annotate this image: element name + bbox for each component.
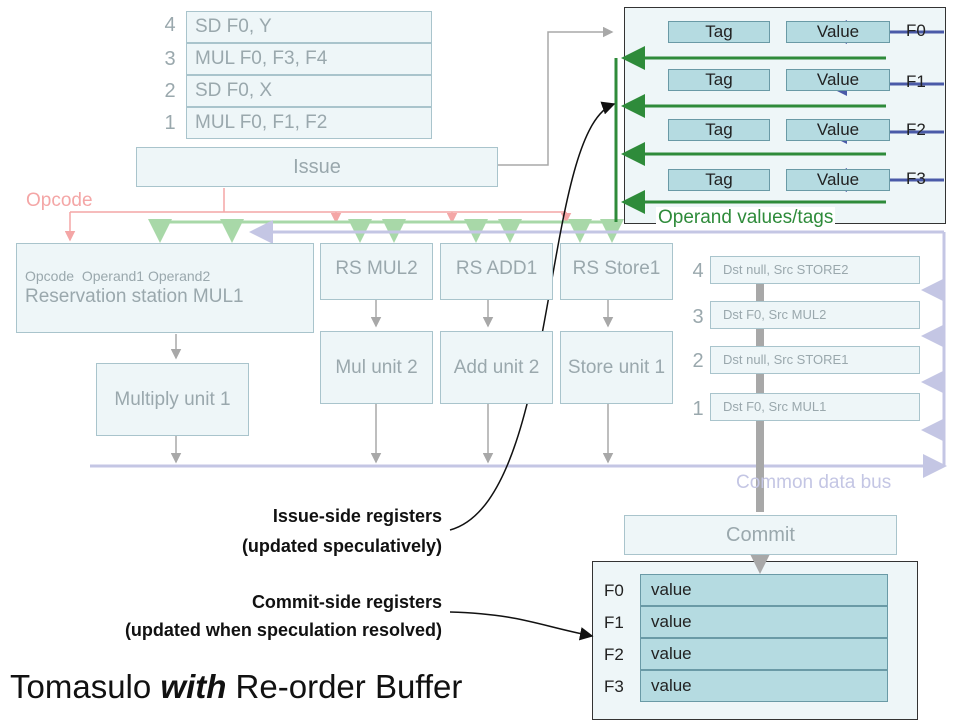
rs-add1: RS ADD1: [440, 243, 553, 300]
commit-side-note-line2: (updated when speculation resolved): [124, 620, 442, 640]
slide-title: Tomasulo with Re-order Buffer: [10, 668, 462, 706]
title-suffix: Re-order Buffer: [226, 668, 463, 705]
rob-entry: Dst F0, Src MUL1: [710, 393, 920, 421]
operand-values-label: Operand values/tags: [656, 207, 836, 229]
title-prefix: Tomasulo: [10, 668, 161, 705]
instruction: SD F0, X: [186, 75, 432, 107]
register-name: F0: [906, 21, 926, 40]
commit-side-note-line1: Commit-side registers: [251, 592, 442, 612]
commit-register-name: F2: [604, 645, 624, 664]
commit-register-name: F3: [604, 677, 624, 696]
issue-side-note-line2: (updated speculatively): [241, 536, 442, 556]
rob-entry: Dst null, Src STORE2: [710, 256, 920, 284]
register-name: F3: [906, 169, 926, 188]
cdb-label: Common data bus: [736, 472, 892, 493]
commit-register-name: F1: [604, 613, 624, 632]
issue-box: Issue: [136, 147, 498, 187]
commit-register-value: value: [640, 638, 888, 670]
register-value: Value: [786, 21, 890, 43]
rob-number: 3: [692, 306, 704, 328]
register-tag: Tag: [668, 21, 770, 43]
instruction: MUL F0, F3, F4: [186, 43, 432, 75]
add-unit-2: Add unit 2: [440, 331, 553, 404]
instruction-number: 1: [164, 112, 176, 134]
register-name: F2: [906, 120, 926, 139]
opcode-label: Opcode: [26, 190, 93, 211]
register-name: F1: [906, 72, 926, 91]
commit-register-name: F0: [604, 581, 624, 600]
opcode-lines: [64, 188, 572, 242]
rob-number: 1: [692, 398, 704, 420]
rs-store1: RS Store1: [560, 243, 673, 300]
commit-register-value: value: [640, 606, 888, 638]
store-unit-1: Store unit 1: [560, 331, 673, 404]
rob-entry: Dst null, Src STORE1: [710, 346, 920, 374]
rs-name: Reservation station MUL1: [25, 286, 244, 307]
commit-register-value: value: [640, 670, 888, 702]
unit-connectors: [170, 300, 614, 464]
mul-unit-2: Mul unit 2: [320, 331, 433, 404]
title-emphasis: with: [160, 668, 227, 705]
instruction-number: 4: [164, 14, 176, 36]
rob-number: 2: [692, 350, 704, 372]
commit-register-value: value: [640, 574, 888, 606]
reservation-station-mul1: Opcode Operand1 Operand2 Reservation sta…: [16, 243, 314, 333]
issue-side-note-line1: Issue-side registers: [272, 506, 442, 526]
register-output-arrows: [614, 46, 886, 222]
cdb-lines: [90, 220, 947, 478]
register-value: Value: [786, 69, 890, 91]
issue-to-regfile-wire: [498, 26, 614, 166]
rob-entry: Dst F0, Src MUL2: [710, 301, 920, 329]
rob-number: 4: [692, 260, 704, 282]
issue-side-pointer: [449, 101, 616, 531]
instruction: MUL F0, F1, F2: [186, 107, 432, 139]
rs-fields: Opcode Operand1 Operand2: [25, 268, 211, 284]
multiply-unit-1: Multiply unit 1: [96, 363, 249, 436]
rs-mul2: RS MUL2: [320, 243, 433, 300]
register-tag: Tag: [668, 169, 770, 191]
instruction-number: 3: [164, 48, 176, 70]
register-tag: Tag: [668, 69, 770, 91]
commit-side-pointer: [449, 611, 594, 641]
register-tag: Tag: [668, 119, 770, 141]
register-value: Value: [786, 169, 890, 191]
commit-box: Commit: [624, 515, 897, 555]
instruction-number: 2: [164, 80, 176, 102]
instruction: SD F0, Y: [186, 11, 432, 43]
register-value: Value: [786, 119, 890, 141]
